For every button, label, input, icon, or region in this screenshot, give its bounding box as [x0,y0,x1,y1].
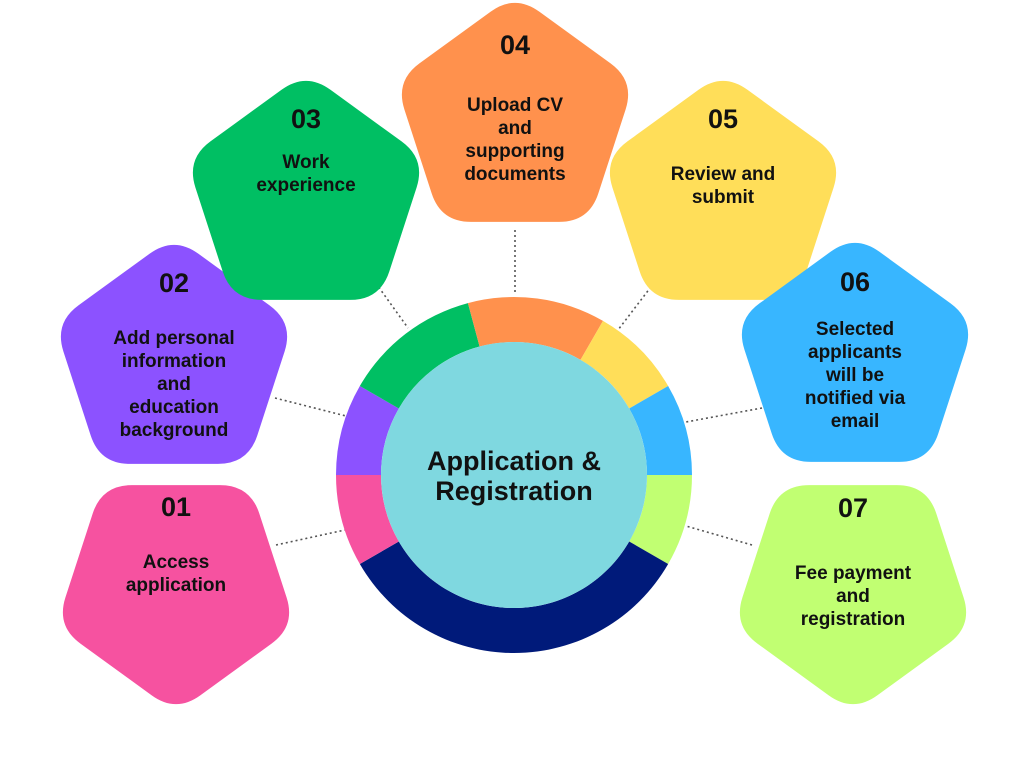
step-07-number: 07 [838,493,868,523]
ring-seg-06 [629,386,692,475]
step-07-label-line: Fee payment [795,563,912,584]
step-06-label-line: notified via [805,388,906,409]
step-06-label-line: applicants [808,342,902,363]
step-03-label-line: Work [282,152,330,173]
step-01-label-line: application [126,575,226,596]
step-05-label-line: submit [692,187,755,208]
step-05-label-line: Review and [671,164,776,185]
step-01-pentagon [62,485,290,705]
step-04-label-line: and [498,118,532,139]
step-06-label-line: Selected [816,319,894,340]
step-03-pentagon [192,80,420,300]
step-02-label-line: and [157,374,191,395]
step-05-pentagon [609,80,837,300]
ring-segments [336,297,692,653]
step-01-number: 01 [161,492,191,522]
hub-title-line1: Application & [427,446,601,476]
step-06-label-line: email [831,411,880,432]
step-03-number: 03 [291,104,321,134]
step-06-number: 06 [840,267,870,297]
step-04-label-line: Upload CV [467,95,563,116]
step-04-label-line: supporting [465,141,564,162]
step-03-label-line: experience [256,175,355,196]
step-07-label-line: registration [801,609,906,630]
step-02-label-line: background [120,420,229,441]
ring-seg-04 [467,297,603,360]
ring-seg-07 [629,475,692,564]
connector-07 [685,525,753,546]
center-hub [381,342,647,608]
ring-seg-03 [359,303,480,409]
connector-02 [274,397,347,417]
step-06-pentagon [741,242,969,462]
connector-01 [275,529,346,546]
step-07-label-line: and [836,586,870,607]
ring-seg-bottom [359,541,669,653]
ring-seg-01 [336,475,399,564]
step-07-pentagon [739,485,967,705]
ring-seg-02 [336,386,399,475]
connector-06 [685,407,763,423]
step-02-label-line: education [129,397,219,418]
step-02-pentagon [60,244,288,464]
step-06-label-line: will be [825,365,884,386]
step-02-label-line: information [122,351,227,372]
step-04-number: 04 [500,30,530,60]
step-04-pentagon [401,2,629,222]
step-01-label-line: Access [143,552,210,573]
ring-seg-05 [580,320,669,409]
step-05-number: 05 [708,104,738,134]
hub-title-line2: Registration [435,476,593,506]
step-04-label-line: documents [464,164,565,185]
step-02-label-line: Add personal [113,328,234,349]
step-02-number: 02 [159,268,189,298]
